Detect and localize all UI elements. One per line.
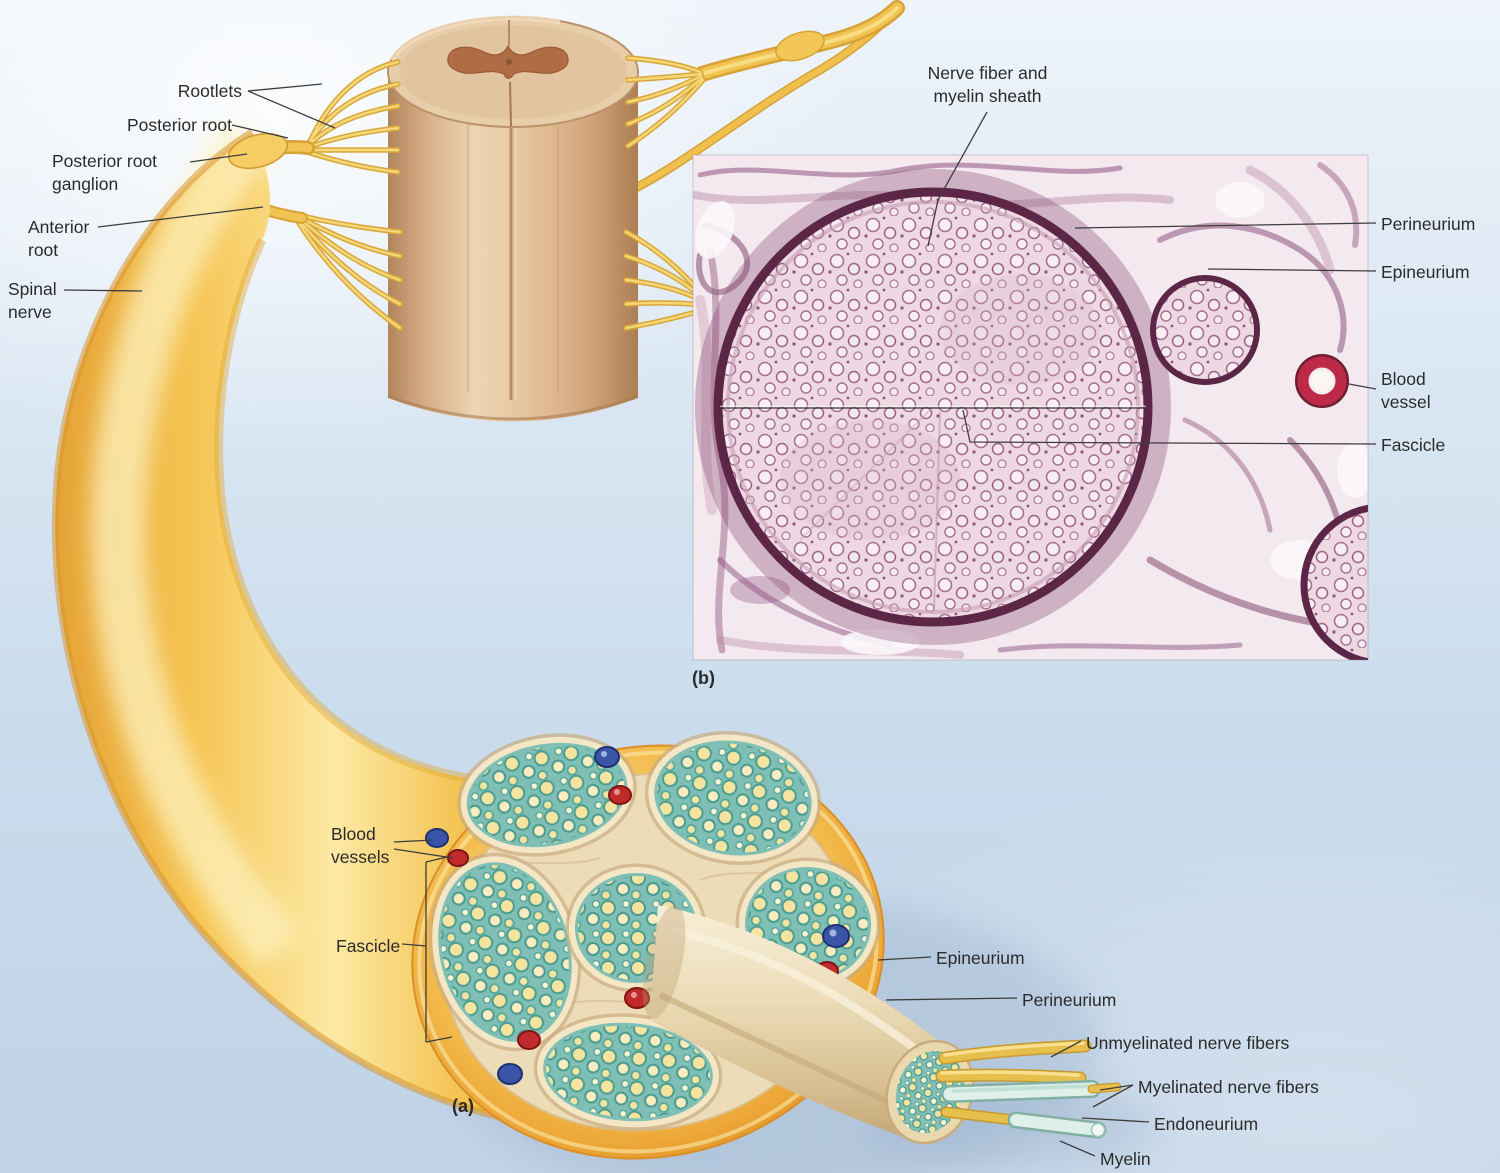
right-ganglion — [775, 30, 825, 62]
label-epineurium-micrograph: Epineurium — [1381, 262, 1470, 282]
panel-a-marker: (a) — [452, 1096, 474, 1116]
histology-micrograph — [693, 155, 1368, 660]
label-nerve-fiber-myelin-sheath: Nerve fiber and myelin sheath — [927, 63, 1048, 107]
label-posterior-root-ganglion: Posterior root ganglion — [52, 151, 158, 195]
label-fascicle: Fascicle — [336, 936, 401, 956]
fascicle-top-right — [644, 731, 822, 865]
spinal-cord-body — [388, 72, 638, 422]
fascicle-bottom — [533, 1013, 723, 1131]
label-blood-vessel-micrograph: Blood vessel — [1381, 369, 1431, 413]
label-fascicle-micrograph: Fascicle — [1381, 435, 1446, 455]
rootlets-highlight — [295, 56, 712, 330]
protruding-fascicle — [642, 905, 1122, 1145]
label-rootlets: Rootlets — [177, 81, 242, 101]
panel-b-marker: (b) — [692, 668, 715, 688]
label-myelinated-nerve-fibers: Myelinated nerve fibers — [1138, 1077, 1319, 1097]
micrograph-partial-fascicle — [1300, 504, 1368, 660]
label-endoneurium: Endoneurium — [1154, 1114, 1259, 1134]
label-perineurium-micrograph: Perineurium — [1381, 214, 1476, 234]
label-perineurium: Perineurium — [1022, 990, 1117, 1010]
spinal-cord-cross-section — [387, 15, 639, 128]
fascicle-top-left — [457, 733, 637, 857]
blood-vessels — [425, 746, 850, 1085]
myelinated-fibers — [940, 1080, 1122, 1139]
label-blood-vessels: Blood vessels — [331, 824, 390, 868]
micrograph-border — [692, 154, 1369, 661]
micrograph-small-fascicle — [1150, 275, 1260, 385]
posterior-root-ganglion — [227, 132, 289, 170]
label-unmyelinated-nerve-fibers: Unmyelinated nerve fibers — [1086, 1033, 1290, 1053]
label-myelin: Myelin — [1100, 1149, 1151, 1169]
label-spinal-nerve: Spinal nerve — [8, 279, 57, 323]
spinal-cord-illustration — [248, 0, 905, 422]
micrograph-blood-vessel — [1295, 354, 1349, 408]
label-posterior-root: Posterior root — [126, 115, 232, 135]
label-epineurium: Epineurium — [936, 948, 1025, 968]
leader-lines — [63, 83, 1377, 1157]
label-anterior-root: Anterior root — [28, 217, 90, 261]
